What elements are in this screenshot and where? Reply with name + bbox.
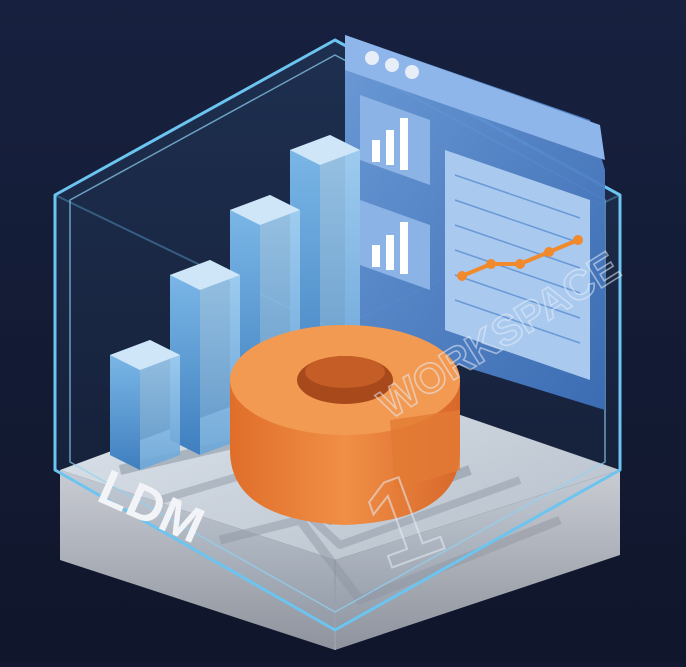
bar-chart-card — [360, 95, 430, 185]
bar-column — [170, 260, 240, 455]
torus-shape — [230, 325, 460, 525]
window-dot-icon — [405, 65, 419, 79]
line-series-point — [486, 259, 496, 269]
line-series-point — [515, 259, 525, 269]
line-series-point — [544, 247, 554, 257]
dashboard-window — [345, 35, 605, 410]
line-series-point — [457, 271, 467, 281]
bar-chart-icon — [372, 118, 408, 170]
bar-chart-card — [360, 200, 430, 290]
window-dot-icon — [365, 51, 379, 65]
line-chart-icon — [457, 235, 583, 281]
line-chart-card — [445, 150, 590, 380]
bar-column — [110, 340, 180, 470]
bar-chart-icon — [372, 222, 408, 274]
window-dot-icon — [385, 58, 399, 72]
line-series-point — [573, 235, 583, 245]
